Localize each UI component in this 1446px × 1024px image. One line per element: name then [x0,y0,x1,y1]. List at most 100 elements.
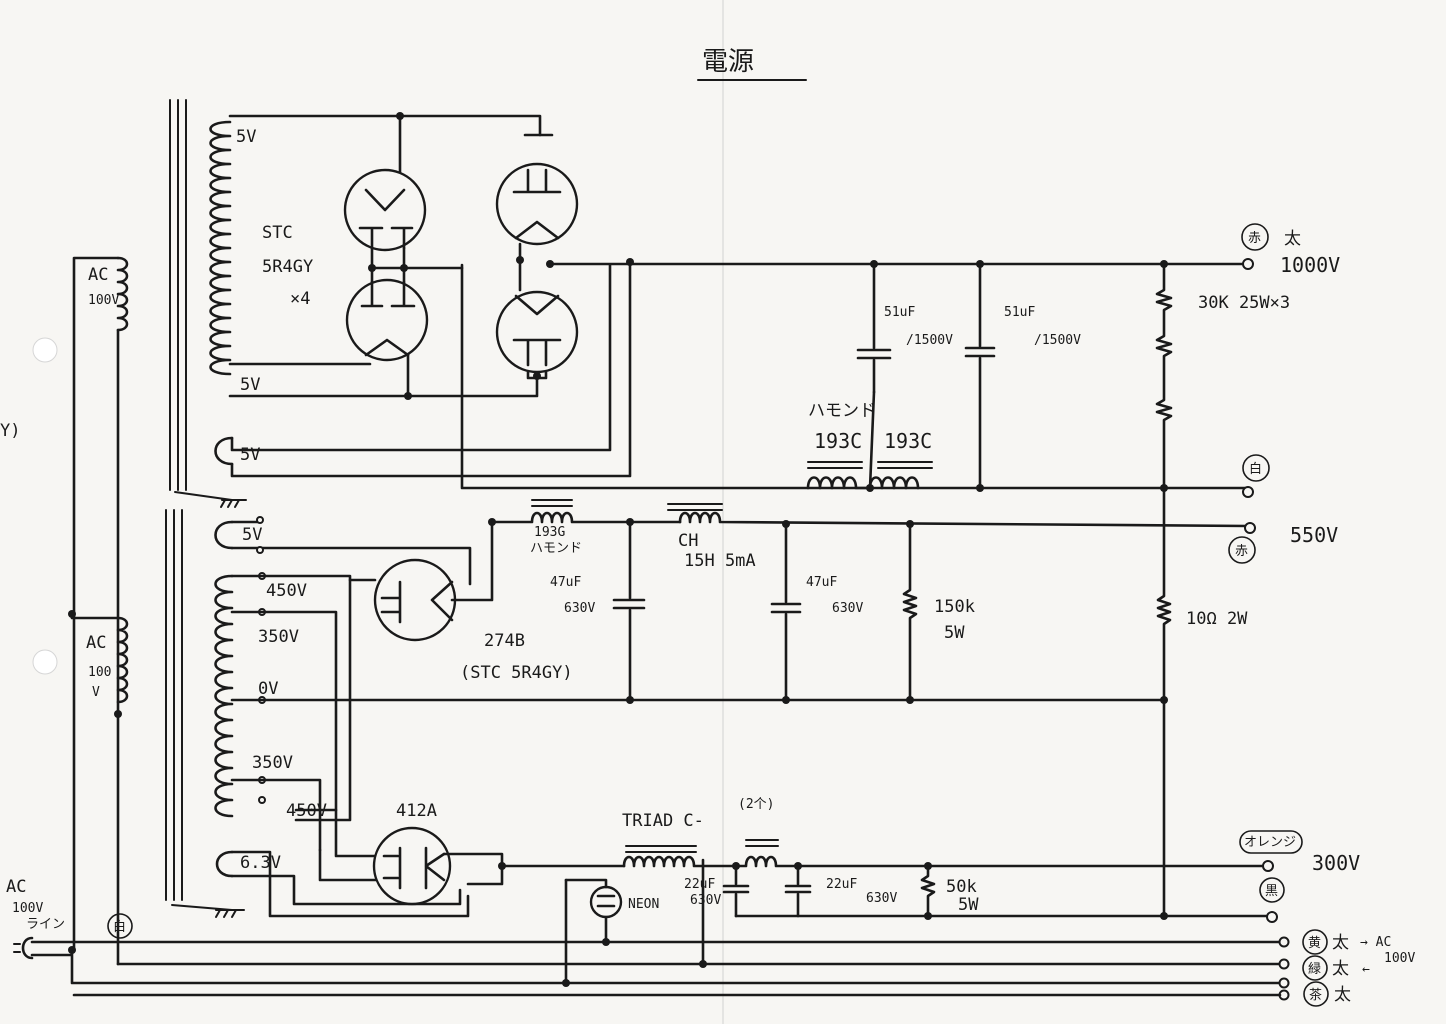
filament-wire [230,850,470,918]
ac-primary-label: AC [86,633,106,653]
winding-tap [256,546,264,554]
junction-dot [602,938,610,946]
choke-ch [667,503,1250,528]
rectifier-count-label: ×4 [290,289,310,309]
capacitor [722,864,750,918]
wire-color-label: 黒 [1265,884,1278,899]
capacitor-value: 47uF [550,575,581,590]
ac-bus-wire [564,858,705,985]
junction-dot [368,264,376,272]
junction-dot [906,520,914,528]
junction-dot [782,520,790,528]
capacitor-voltage: 630V [690,893,721,908]
junction-dot [488,518,496,526]
plate-wire [230,574,1166,852]
tube-alt-label: (STC 5R4GY) [460,663,573,683]
diagram-title: 電源 [702,47,754,77]
choke-193c [806,461,933,490]
junction-dot [396,112,404,120]
junction-dot [626,696,634,704]
ac-input-voltage: 100V [12,901,43,916]
ac-out-voltage: 100V [1384,951,1415,966]
ac-primary-voltage: 100 [88,665,111,680]
junction-dot [870,260,878,268]
output-voltage-300v: 300V [1312,851,1360,875]
winding-tap-label: 350V [252,753,293,773]
transformer-core-lower [165,509,233,911]
junction-dot [68,610,76,618]
ac-input-label: AC [6,877,26,897]
output-voltage-1000v: 1000V [1280,253,1340,277]
junction-dot [533,372,541,380]
capacitor-voltage: /1500V [906,333,953,348]
neon-label: NEON [628,897,659,912]
ac-out-arrow: ← [1362,962,1370,977]
rectifier-type-label: 5R4GY [262,257,313,277]
binder-hole [32,649,58,675]
capacitor-value: 22uF [826,877,857,892]
choke-triad [622,839,1268,868]
choke-spec-label: 15H 5mA [684,551,756,571]
wire-color-label: 赤 [1248,231,1261,246]
wire-gauge-label: 太 [1332,933,1349,953]
choke-maker-label: ハモンド [808,401,876,421]
junction-dot [906,696,914,704]
ac-input-plug [13,936,34,960]
rectifier-tube-412a [372,826,452,906]
junction-dot [546,260,554,268]
filament-label: 5V [240,375,260,395]
rectifier-type-label: STC [262,223,293,243]
wire-gauge-label: 太 [1334,985,1351,1005]
binder-hole [32,337,58,363]
junction-dot [400,264,408,272]
junction-dot [699,960,707,968]
junction-dot [114,710,122,718]
rectifier-tube-274b [373,558,457,642]
cap-lead [868,390,876,490]
resistor-value: 30K 25W×3 [1198,293,1290,313]
hv-secondary-winding [209,120,232,376]
capacitor [856,262,892,394]
filament-winding [215,850,234,878]
wire-color-marker [1242,454,1270,482]
white-wire-marker [107,913,133,939]
ac-input-note: ライン [26,917,65,932]
output-terminal-550v [1244,522,1256,534]
ac-primary-label: AC [88,265,108,285]
choke-label: 193C [814,429,862,453]
output-terminal-300v [1262,860,1274,872]
capacitor [612,520,646,702]
capacitor-voltage: 630V [832,601,863,616]
capacitor [964,262,996,490]
winding-tap [258,796,266,804]
wire-color-marker [1241,223,1269,251]
junction-dot [976,484,984,492]
ac-out-terminal [1278,958,1290,970]
junction-dot [794,862,802,870]
ac-bus-wire [30,940,1284,985]
wire-color-label: オレンジ [1244,835,1296,850]
winding-tap-label: 0V [258,679,278,699]
resistor-10ohm [1156,486,1172,918]
ac-primary-voltage: 100V [88,293,119,308]
filament-label: 5V [240,445,260,465]
resistor-value: 150k [934,597,975,617]
junction-dot [626,258,634,266]
tube-type-label: 274B [484,631,525,651]
choke-193g [490,499,682,524]
wire-color-marker [1228,536,1256,564]
tube-type-label: 412A [396,801,437,821]
output-voltage-550v: 550V [1290,523,1338,547]
capacitor-voltage: /1500V [1034,333,1081,348]
output-terminal-black [1266,911,1278,923]
junction-dot [782,696,790,704]
choke-count-label: (2个) [738,797,774,812]
resistor-value: 50k [946,877,977,897]
junction-dot [1160,260,1168,268]
choke-label: TRIAD C- [622,811,704,831]
junction-dot [924,912,932,920]
choke-label: CH [678,531,698,551]
junction-dot [1160,912,1168,920]
wire-color-label: 緑 [1308,962,1321,977]
choke-label: 193G [534,525,565,540]
